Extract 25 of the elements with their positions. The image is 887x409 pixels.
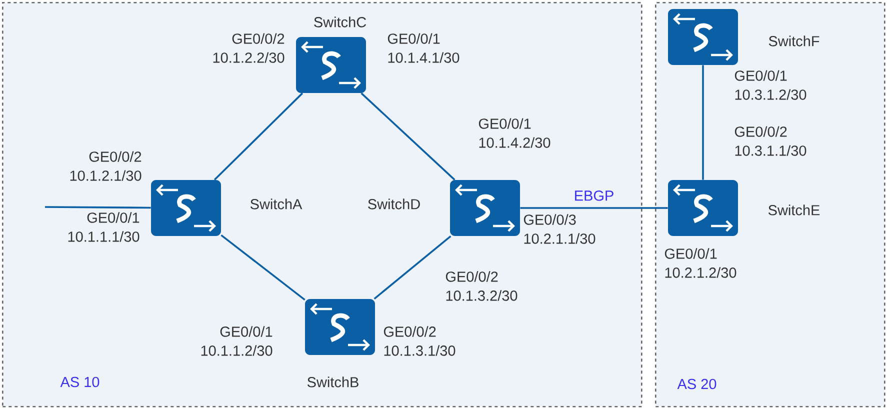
port-label: GE0/0/1 10.1.4.1/30 bbox=[388, 33, 460, 63]
switch-name: SwitchA bbox=[250, 198, 302, 210]
link-line bbox=[214, 92, 304, 180]
switch-name: SwitchC bbox=[314, 16, 366, 28]
link-line bbox=[220, 234, 306, 301]
link-line bbox=[45, 206, 151, 209]
port-label: GE0/0/1 10.1.1.2/30 bbox=[201, 326, 272, 356]
switch-name: SwitchE bbox=[768, 204, 820, 216]
port-label: GE0/0/2 10.1.2.1/30 bbox=[70, 151, 142, 181]
port-label: GE0/0/1 10.1.1.1/30 bbox=[68, 212, 140, 242]
area-label: AS 10 bbox=[60, 376, 100, 388]
port-label: GE0/0/1 10.1.4.2/30 bbox=[478, 118, 550, 148]
port-label: GE0/0/3 10.2.1.1/30 bbox=[524, 214, 596, 244]
switch-name: SwitchF bbox=[768, 36, 820, 46]
switch-name: SwitchB bbox=[307, 376, 358, 388]
link-line bbox=[360, 92, 456, 180]
port-label: GE0/0/2 10.1.3.2/30 bbox=[446, 271, 518, 301]
area-label: AS 20 bbox=[677, 378, 716, 390]
port-label: GE0/0/2 10.3.1.1/30 bbox=[734, 126, 806, 156]
edge-label: EBGP bbox=[572, 190, 616, 202]
switch-name: SwitchD bbox=[368, 198, 420, 210]
link-line bbox=[520, 207, 668, 209]
link-line bbox=[702, 65, 704, 180]
port-label: GE0/0/1 10.3.1.2/30 bbox=[734, 70, 806, 100]
link-line bbox=[374, 235, 452, 300]
